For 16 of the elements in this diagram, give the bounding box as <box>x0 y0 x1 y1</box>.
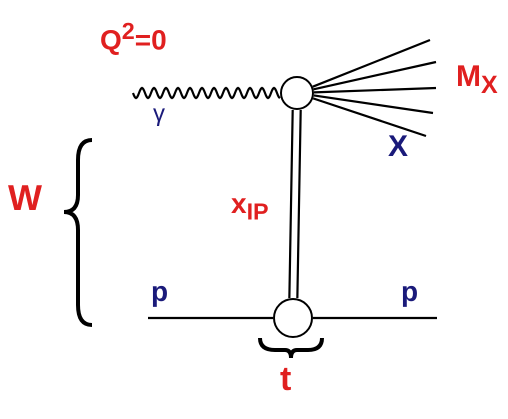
momentum-transfer-label: t <box>280 362 292 396</box>
outgoing-line <box>312 38 430 88</box>
proton-line <box>148 316 273 320</box>
final-state-label: X <box>388 132 408 162</box>
kinematic-label: Q$^{2}$=0 <box>100 20 167 54</box>
outgoing-line <box>313 60 436 90</box>
proton-line <box>313 316 437 320</box>
outgoing-line <box>314 86 436 94</box>
photon-line <box>132 86 281 100</box>
pomeron-line <box>288 108 302 300</box>
outgoing-line <box>314 94 434 114</box>
energy-label: W <box>8 180 42 216</box>
vertex-blob <box>273 298 313 338</box>
outgoing-line <box>312 97 426 138</box>
mass-label: M$_{X}$ <box>456 62 498 98</box>
vertex-blob <box>280 76 314 110</box>
